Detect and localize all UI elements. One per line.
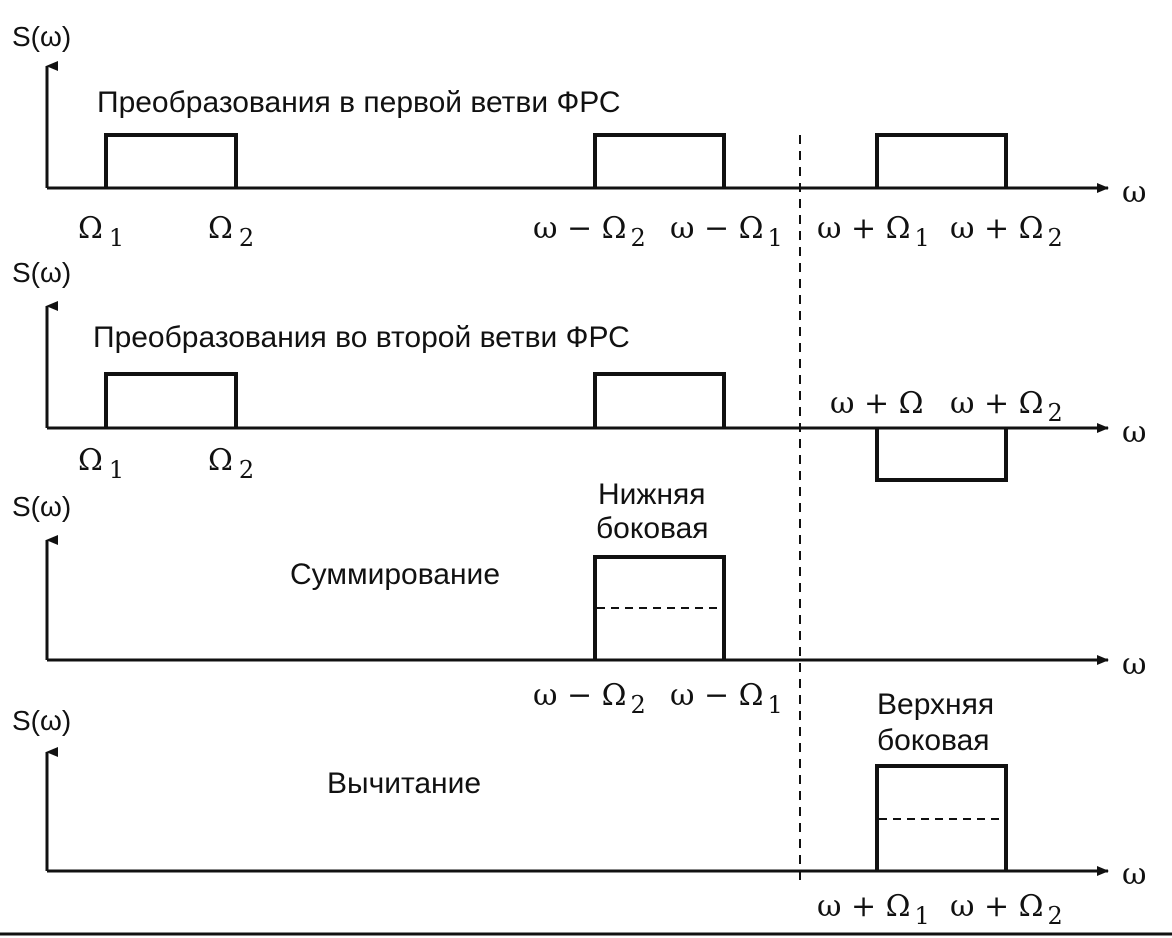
lower-sideband bbox=[593, 133, 726, 188]
band-label-line1: Верхняя bbox=[877, 688, 994, 721]
panel-title: Преобразования в первой ветви ФРС bbox=[97, 86, 621, 119]
baseband-spectrum bbox=[104, 133, 238, 188]
upper-sideband-inverted bbox=[875, 428, 1008, 482]
panel-title: Преобразования во второй ветви ФРС bbox=[93, 321, 630, 354]
panel-title: Вычитание bbox=[327, 767, 481, 800]
panel-first-branch: S(ω) ω Преобразования в первой ветви ФРС… bbox=[12, 21, 1146, 252]
panel-title: Суммирование bbox=[290, 558, 500, 591]
upper-sideband bbox=[875, 133, 1008, 188]
band-label-line1: Нижняя bbox=[598, 478, 706, 511]
x-axis-label: ω bbox=[1122, 857, 1146, 892]
y-axis-label: S(ω) bbox=[12, 21, 71, 52]
band-label-line2: боковая bbox=[596, 512, 709, 545]
lower-sideband bbox=[593, 372, 726, 428]
x-axis-label: ω bbox=[1122, 415, 1146, 450]
upper-sideband-result bbox=[875, 764, 1008, 871]
panel-second-branch: S(ω) ω Преобразования во второй ветви ФР… bbox=[12, 257, 1146, 484]
lower-sideband-summed bbox=[593, 555, 726, 660]
panel-summation: S(ω) ω Суммирование Нижняя боковая ω − Ω… bbox=[12, 478, 1146, 719]
baseband-spectrum bbox=[104, 372, 238, 428]
y-axis-label: S(ω) bbox=[12, 257, 71, 288]
x-axis-label: ω bbox=[1122, 647, 1146, 682]
y-axis-label: S(ω) bbox=[12, 705, 71, 736]
tick-label-w-plus-omega: ω + Ω bbox=[830, 386, 924, 421]
band-label-line2: боковая bbox=[877, 724, 990, 757]
y-axis-label: S(ω) bbox=[12, 491, 71, 522]
x-axis-label: ω bbox=[1122, 175, 1146, 210]
